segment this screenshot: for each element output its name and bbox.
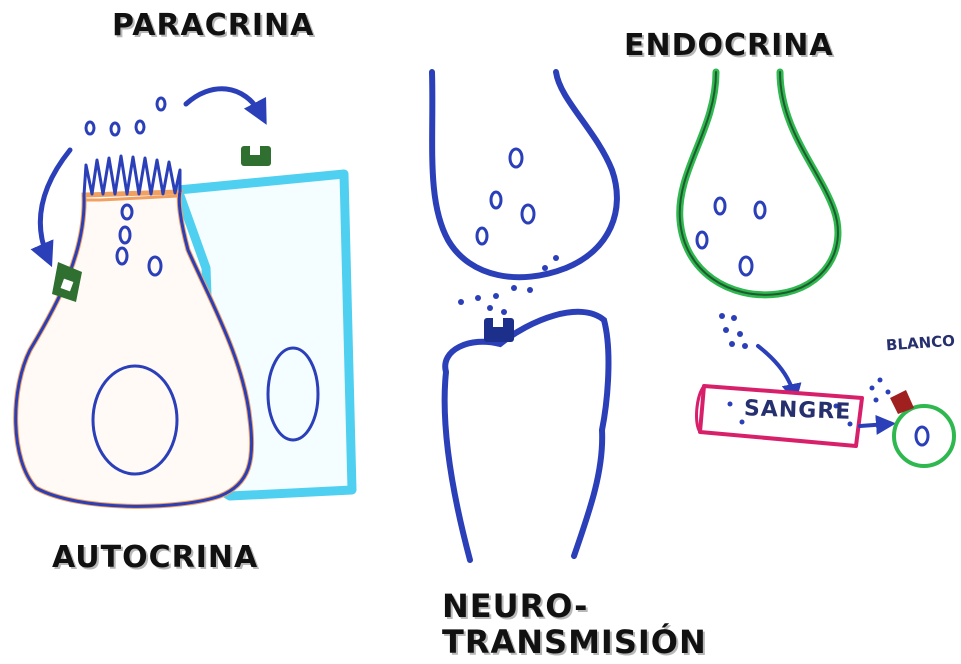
- hormone-to-blood-arrow: [758, 346, 794, 396]
- hormone-dots: [719, 313, 748, 349]
- paracrine-arrow: [186, 89, 262, 116]
- autocrine-arrow: [40, 150, 70, 258]
- autocrina-label: AUTOCRINA: [52, 540, 258, 575]
- endocrina-label: ENDOCRINA: [624, 28, 834, 63]
- blood-to-target-arrow: [860, 424, 888, 426]
- postsynaptic-cell: [445, 312, 609, 560]
- neuro-line-1: NEURO-: [442, 588, 707, 624]
- neurotransmision-label: NEURO- TRANSMISIÓN: [442, 588, 707, 660]
- secreted-molecules: [86, 98, 165, 135]
- target-cell: [894, 406, 954, 466]
- endocrine-gland-cell: [680, 72, 838, 295]
- neuro-line-2: TRANSMISIÓN: [442, 624, 707, 660]
- released-hormone-dots: [870, 378, 891, 403]
- sangre-label: SANGRE: [744, 396, 852, 425]
- presynaptic-terminal: [432, 72, 617, 277]
- paracrina-label: PARACRINA: [112, 8, 314, 43]
